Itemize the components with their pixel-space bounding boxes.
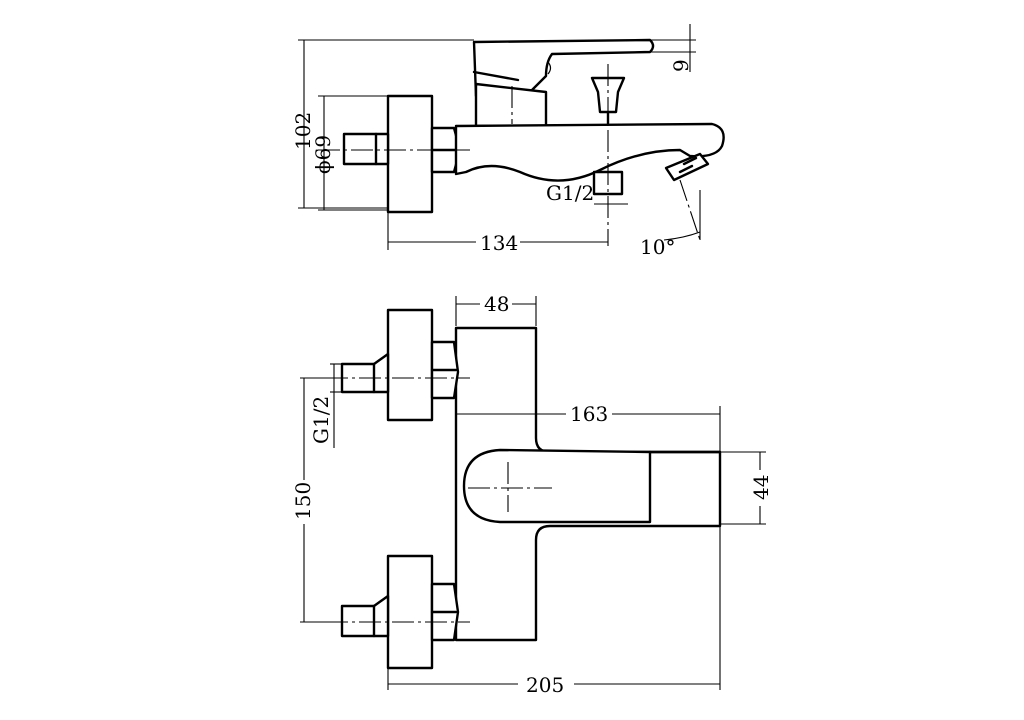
dim-9: 9 [669, 59, 693, 72]
lever-top [462, 448, 652, 524]
escutcheon-side [386, 94, 434, 214]
cartridge-housing [474, 82, 548, 128]
dim-diameter-69: ϕ69 [311, 135, 335, 174]
inlet-upper [340, 352, 390, 394]
dim-44: 44 [749, 475, 773, 500]
mixer-body [454, 122, 725, 182]
dim-205: 205 [526, 673, 564, 697]
dim-angle-10: 10° [640, 235, 675, 259]
side-view [298, 24, 725, 250]
dim-163: 163 [570, 402, 608, 426]
dim-48: 48 [484, 292, 509, 316]
dimension-labels: 102 ϕ69 9 G1/2 134 10° 48 163 44 150 G1/… [291, 59, 773, 697]
dim-102: 102 [291, 112, 315, 150]
spout-aerator [664, 152, 710, 182]
escutcheon-lower [386, 554, 434, 670]
escutcheon-upper [386, 308, 434, 422]
inlet-lower [340, 594, 390, 638]
dim-g12-top: G1/2 [546, 181, 594, 205]
top-view [300, 296, 766, 690]
dim-g12-side: G1/2 [309, 396, 333, 444]
dim-134: 134 [480, 231, 518, 255]
dim-150: 150 [291, 482, 315, 520]
inlet-connector-side [342, 132, 390, 166]
lever-handle [472, 38, 655, 102]
